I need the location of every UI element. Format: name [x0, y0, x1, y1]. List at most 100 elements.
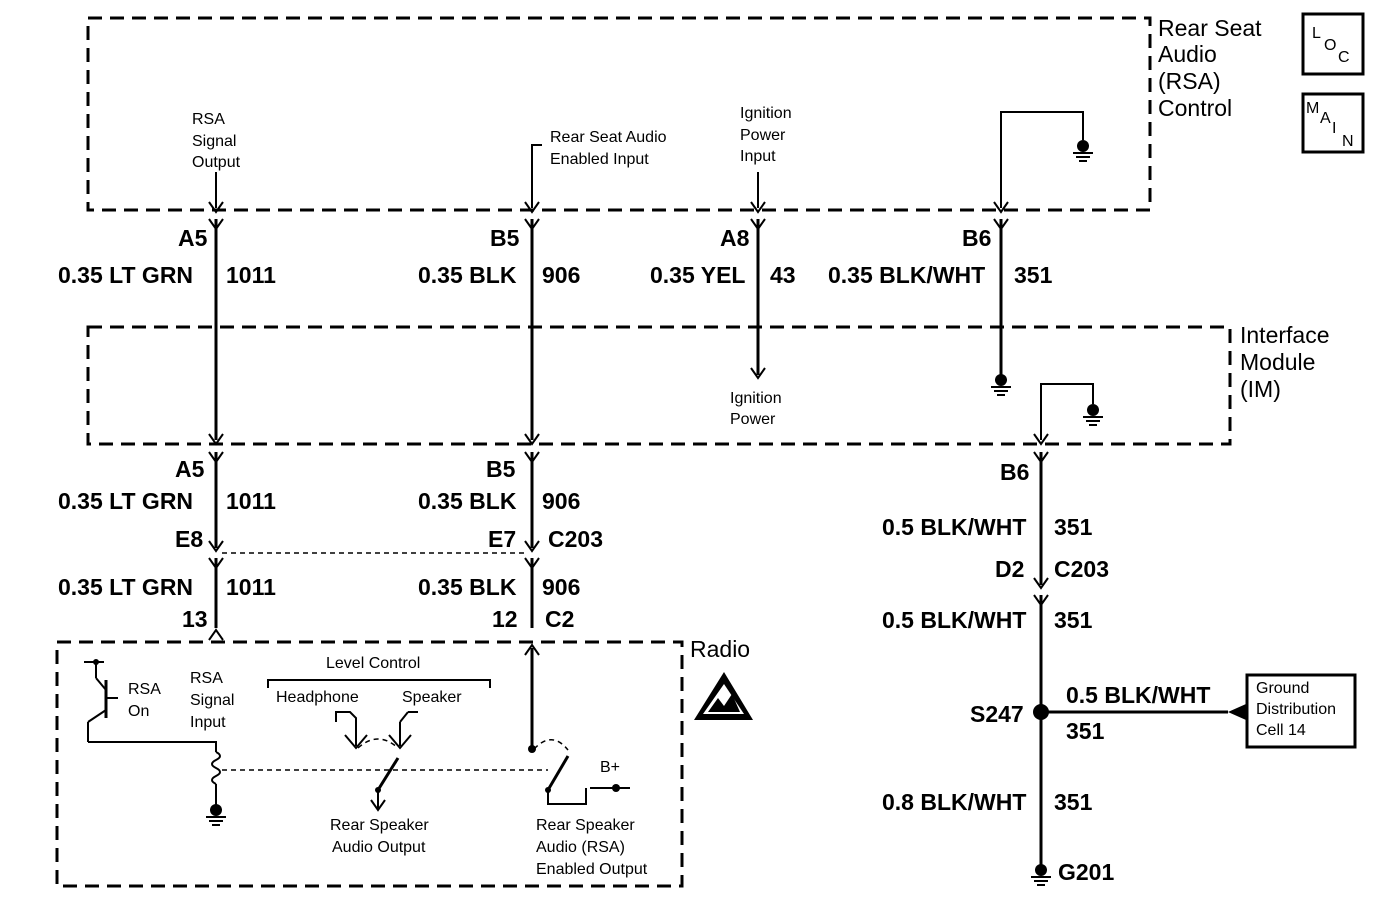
svg-text:C: C — [1338, 49, 1350, 66]
svg-text:Signal: Signal — [192, 133, 236, 150]
svg-text:RSA: RSA — [190, 670, 223, 687]
svg-text:Signal: Signal — [190, 692, 234, 709]
svg-text:351: 351 — [1014, 262, 1053, 288]
svg-text:Enabled Input: Enabled Input — [550, 151, 649, 168]
rsa-on-label: RSA On — [128, 681, 161, 720]
wire-b6-top: B6 0.35 BLK/WHT 351 — [828, 201, 1053, 396]
svg-text:0.35 BLK/WHT: 0.35 BLK/WHT — [828, 262, 985, 288]
svg-text:A8: A8 — [720, 225, 750, 251]
interface-module-box — [86, 325, 1232, 446]
radio-box — [55, 640, 684, 888]
im-b6-ground-icon — [1082, 403, 1104, 426]
svg-text:B5: B5 — [486, 456, 516, 482]
esd-warning-icon — [694, 672, 753, 720]
svg-text:0.35 LT GRN: 0.35 LT GRN — [58, 574, 193, 600]
svg-text:E7: E7 — [488, 526, 516, 552]
svg-text:0.35 BLK: 0.35 BLK — [418, 574, 517, 600]
rsa-enabled-input-label: Rear Seat Audio Enabled Input — [550, 129, 667, 168]
svg-text:351: 351 — [1054, 514, 1093, 540]
svg-text:906: 906 — [542, 262, 580, 288]
svg-text:Cell 14: Cell 14 — [1256, 722, 1306, 739]
svg-text:S247: S247 — [970, 701, 1024, 727]
interface-module-title: Interface Module (IM) — [1240, 322, 1330, 402]
svg-text:0.35 LT GRN: 0.35 LT GRN — [58, 488, 193, 514]
speaker-label: Speaker — [402, 689, 462, 706]
svg-text:Ignition: Ignition — [740, 105, 792, 122]
svg-text:A: A — [1320, 110, 1331, 127]
svg-text:906: 906 — [542, 574, 580, 600]
svg-text:1011: 1011 — [226, 262, 276, 288]
svg-text:351: 351 — [1054, 607, 1093, 633]
svg-text:Enabled Output: Enabled Output — [536, 861, 648, 878]
radio-title: Radio — [690, 636, 750, 662]
svg-text:Output: Output — [192, 154, 241, 171]
headphone-label: Headphone — [276, 689, 359, 706]
svg-text:Ignition: Ignition — [730, 390, 782, 407]
svg-text:0.35 YEL: 0.35 YEL — [650, 262, 745, 288]
svg-text:A5: A5 — [175, 456, 205, 482]
svg-text:I: I — [1332, 120, 1336, 137]
svg-text:351: 351 — [1054, 789, 1093, 815]
svg-text:O: O — [1324, 37, 1336, 54]
svg-text:RSA: RSA — [192, 111, 225, 128]
svg-text:Rear Seat Audio: Rear Seat Audio — [550, 129, 667, 146]
svg-text:N: N — [1342, 133, 1354, 150]
svg-text:Audio (RSA): Audio (RSA) — [536, 839, 625, 856]
ground-distribution-box: Ground Distribution Cell 14 — [1245, 673, 1357, 749]
rsa-signal-output-label: RSA Signal Output — [192, 111, 241, 171]
svg-text:B6: B6 — [962, 225, 991, 251]
b-plus-label: B+ — [600, 759, 620, 776]
rsa-control-box — [86, 16, 1152, 212]
svg-text:13: 13 — [182, 606, 208, 632]
svg-text:Audio Output: Audio Output — [332, 839, 426, 856]
ignition-power-input-label: Ignition Power Input — [740, 105, 792, 165]
svg-text:Interface: Interface — [1240, 322, 1330, 348]
g201-ground-icon — [1030, 863, 1052, 886]
rsa-enabled-output-label: Rear Speaker Audio (RSA) Enabled Output — [536, 817, 648, 878]
svg-text:0.8 BLK/WHT: 0.8 BLK/WHT — [882, 789, 1026, 815]
svg-text:Power: Power — [730, 411, 776, 428]
svg-text:351: 351 — [1066, 718, 1105, 744]
ground-path: B6 0.5 BLK/WHT 351 D2 C203 0.5 BLK/WHT 3… — [882, 433, 1246, 886]
svg-text:D2: D2 — [995, 556, 1024, 582]
svg-text:Control: Control — [1158, 95, 1232, 121]
svg-text:43: 43 — [770, 262, 796, 288]
rsa-control-title: Rear Seat Audio (RSA) Control — [1158, 15, 1262, 121]
svg-text:1011: 1011 — [226, 574, 276, 600]
svg-text:0.5 BLK/WHT: 0.5 BLK/WHT — [882, 514, 1026, 540]
svg-text:12: 12 — [492, 606, 518, 632]
svg-text:0.35 BLK: 0.35 BLK — [418, 488, 517, 514]
rsa-internal-ground-icon — [1072, 139, 1094, 162]
wire-a8-top: A8 0.35 YEL 43 — [650, 201, 796, 380]
rsa-signal-input-label: RSA Signal Input — [190, 670, 234, 731]
svg-text:(IM): (IM) — [1240, 376, 1281, 402]
svg-text:Input: Input — [190, 714, 226, 731]
rear-speaker-output-label: Rear Speaker Audio Output — [330, 817, 429, 856]
svg-text:M: M — [1306, 100, 1319, 117]
svg-text:C203: C203 — [1054, 556, 1109, 582]
svg-text:B6: B6 — [1000, 459, 1029, 485]
svg-text:(RSA): (RSA) — [1158, 68, 1221, 94]
level-control-label: Level Control — [326, 655, 420, 672]
wire-b5-top: B5 0.35 BLK 906 — [418, 201, 580, 440]
level-control-switch-icon — [335, 711, 418, 812]
main-badge: M A I N — [1301, 92, 1365, 154]
loc-badge: L O C — [1301, 12, 1365, 76]
svg-text:Rear Seat: Rear Seat — [1158, 15, 1262, 41]
wire-a5-top: A5 0.35 LT GRN 1011 — [58, 201, 276, 440]
rsa-enabled-switch-icon — [533, 739, 630, 805]
svg-text:G201: G201 — [1058, 859, 1114, 885]
svg-text:On: On — [128, 703, 149, 720]
svg-text:0.5 BLK/WHT: 0.5 BLK/WHT — [1066, 682, 1210, 708]
svg-text:906: 906 — [542, 488, 580, 514]
svg-text:1011: 1011 — [226, 488, 276, 514]
svg-text:0.35 BLK: 0.35 BLK — [418, 262, 517, 288]
svg-text:C2: C2 — [545, 606, 574, 632]
svg-text:0.5 BLK/WHT: 0.5 BLK/WHT — [882, 607, 1026, 633]
rsa-on-transistor-icon — [84, 659, 217, 752]
svg-text:E8: E8 — [175, 526, 203, 552]
svg-text:Input: Input — [740, 148, 776, 165]
im-ignition-power-label: Ignition Power — [730, 390, 782, 428]
wire-b5-mid: B5 0.35 BLK 906 E7 C203 0.35 BLK 906 12 … — [418, 433, 603, 632]
